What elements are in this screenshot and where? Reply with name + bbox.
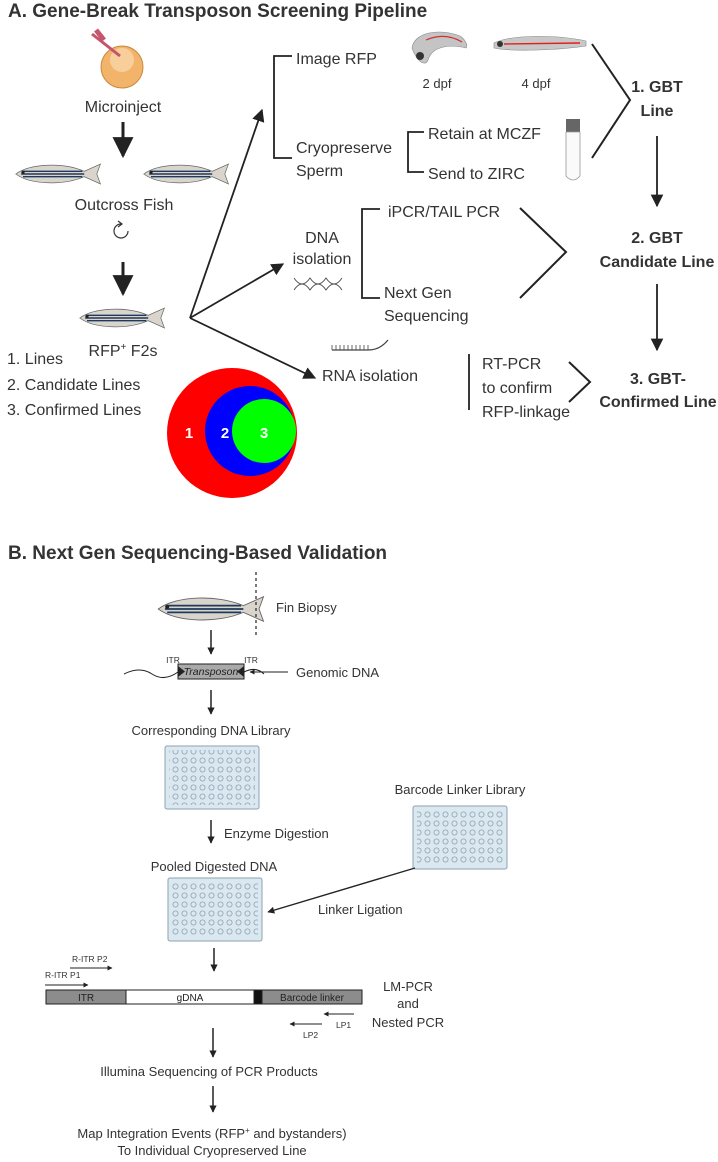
- stage1-label-1: 1. GBT: [631, 79, 683, 96]
- lp2-label: LP2: [303, 1030, 318, 1040]
- barcode-library-plate: [412, 805, 508, 870]
- map-label-2: To Individual Cryopreserved Line: [117, 1143, 306, 1158]
- venn-inner-circle: [232, 399, 296, 463]
- venn-label-1: 1: [185, 425, 193, 442]
- rtpcr-label-2: to confirm: [482, 380, 552, 397]
- bar-junction-segment: [253, 989, 263, 1005]
- itr-right-label: ITR: [244, 655, 258, 665]
- rna-strand-icon: [331, 339, 389, 351]
- bracket-dna: [361, 208, 380, 299]
- image-rfp-label: Image RFP: [296, 51, 377, 68]
- venn-legend-3: 3. Confirmed Lines: [7, 402, 141, 419]
- pooled-plate: [167, 877, 263, 942]
- lmpcr-label-1: LM-PCR: [383, 979, 433, 994]
- itr-left-label: ITR: [166, 655, 180, 665]
- venn-label-2: 2: [221, 425, 229, 442]
- dna-library-label: Corresponding DNA Library: [132, 723, 291, 738]
- fish-icon-2: [143, 163, 230, 185]
- egg-icon: [91, 28, 144, 89]
- stage1-label-2: Line: [641, 103, 674, 120]
- ritr-p2-label: R-ITR P2: [72, 954, 108, 964]
- genomic-dna-left: [123, 669, 179, 678]
- dna-iso-label-1: DNA: [305, 230, 339, 247]
- chevron-stage3: [568, 361, 592, 403]
- biopsy-fish-icon: [157, 595, 265, 623]
- venn-legend-1: 1. Lines: [7, 351, 63, 368]
- fish-icon: [15, 163, 102, 185]
- arrow-ligation: [267, 867, 416, 914]
- dna-iso-label-2: isolation: [293, 251, 352, 268]
- stage2-label-2: Candidate Line: [600, 254, 715, 271]
- branch-arrows: [189, 108, 317, 379]
- f2s-label: RFP+ F2s: [89, 342, 158, 360]
- f2-fish-icon: [79, 307, 166, 329]
- cryo-label-2: Sperm: [296, 163, 343, 180]
- cryovial-icon: [565, 119, 581, 181]
- genomic-dna-right: [243, 668, 265, 675]
- lmpcr-label-3: Nested PCR: [372, 1015, 444, 1030]
- cycle-icon: [113, 220, 129, 239]
- bar-itr-label: ITR: [78, 993, 94, 1004]
- pooled-label: Pooled Digested DNA: [151, 859, 278, 874]
- bar-barcode-segment: [261, 989, 363, 1005]
- rna-iso-label: RNA isolation: [322, 368, 418, 385]
- retain-label: Retain at MCZF: [428, 126, 541, 143]
- send-label: Send to ZIRC: [428, 166, 525, 183]
- venn-legend-2: 2. Candidate Lines: [7, 377, 140, 394]
- ngs-label-1: Next Gen: [384, 285, 452, 302]
- panel-b-title: B. Next Gen Sequencing-Based Validation: [8, 543, 387, 564]
- venn-label-3: 3: [260, 425, 268, 442]
- dpf4-label: 4 dpf: [522, 76, 551, 91]
- genomic-dna-label: Genomic DNA: [296, 665, 379, 680]
- lmpcr-label-2: and: [397, 996, 419, 1011]
- bar-gdna-label: gDNA: [177, 993, 204, 1004]
- bracket-cryo: [407, 131, 424, 173]
- stage3-label-2: Confirmed Line: [599, 394, 716, 411]
- microinject-label: Microinject: [85, 99, 162, 116]
- embryo-4dpf-icon: [493, 36, 587, 51]
- cryo-label-1: Cryopreserve: [296, 140, 392, 157]
- ligation-label: Linker Ligation: [318, 902, 403, 917]
- map-label-1: Map Integration Events (RFP+ and bystand…: [77, 1126, 346, 1141]
- lp1-label: LP1: [336, 1020, 351, 1030]
- itr-left-marker: [178, 666, 185, 677]
- rtpcr-label-1: RT-PCR: [482, 356, 541, 373]
- ritr-p1-label: R-ITR P1: [45, 970, 81, 980]
- stage2-label-1: 2. GBT: [631, 230, 683, 247]
- ipcr-label: iPCR/TAIL PCR: [388, 204, 500, 221]
- transposon-label: Transposon: [184, 666, 239, 678]
- dna-library-plate: [164, 745, 260, 810]
- ngs-label-2: Sequencing: [384, 308, 469, 325]
- itr-right-marker: [237, 666, 244, 677]
- illumina-label: Illumina Sequencing of PCR Products: [100, 1064, 318, 1079]
- outcross-label: Outcross Fish: [75, 197, 174, 214]
- chevron-stage2: [519, 207, 568, 299]
- fin-biopsy-label: Fin Biopsy: [276, 600, 337, 615]
- panel-a-title: A. Gene-Break Transposon Screening Pipel…: [8, 1, 427, 22]
- stage3-label-1: 3. GBT-: [630, 371, 686, 388]
- dna-helix-icon: [293, 277, 343, 291]
- enzyme-label: Enzyme Digestion: [224, 826, 329, 841]
- bar-barcode-label: Barcode linker: [280, 993, 345, 1004]
- dpf2-label: 2 dpf: [423, 76, 452, 91]
- bracket-top: [273, 55, 292, 159]
- embryo-2dpf-icon: [411, 31, 468, 64]
- rtpcr-label-3: RFP-linkage: [482, 404, 570, 421]
- chevron-stage1: [591, 43, 632, 159]
- barcode-library-label: Barcode Linker Library: [395, 782, 526, 797]
